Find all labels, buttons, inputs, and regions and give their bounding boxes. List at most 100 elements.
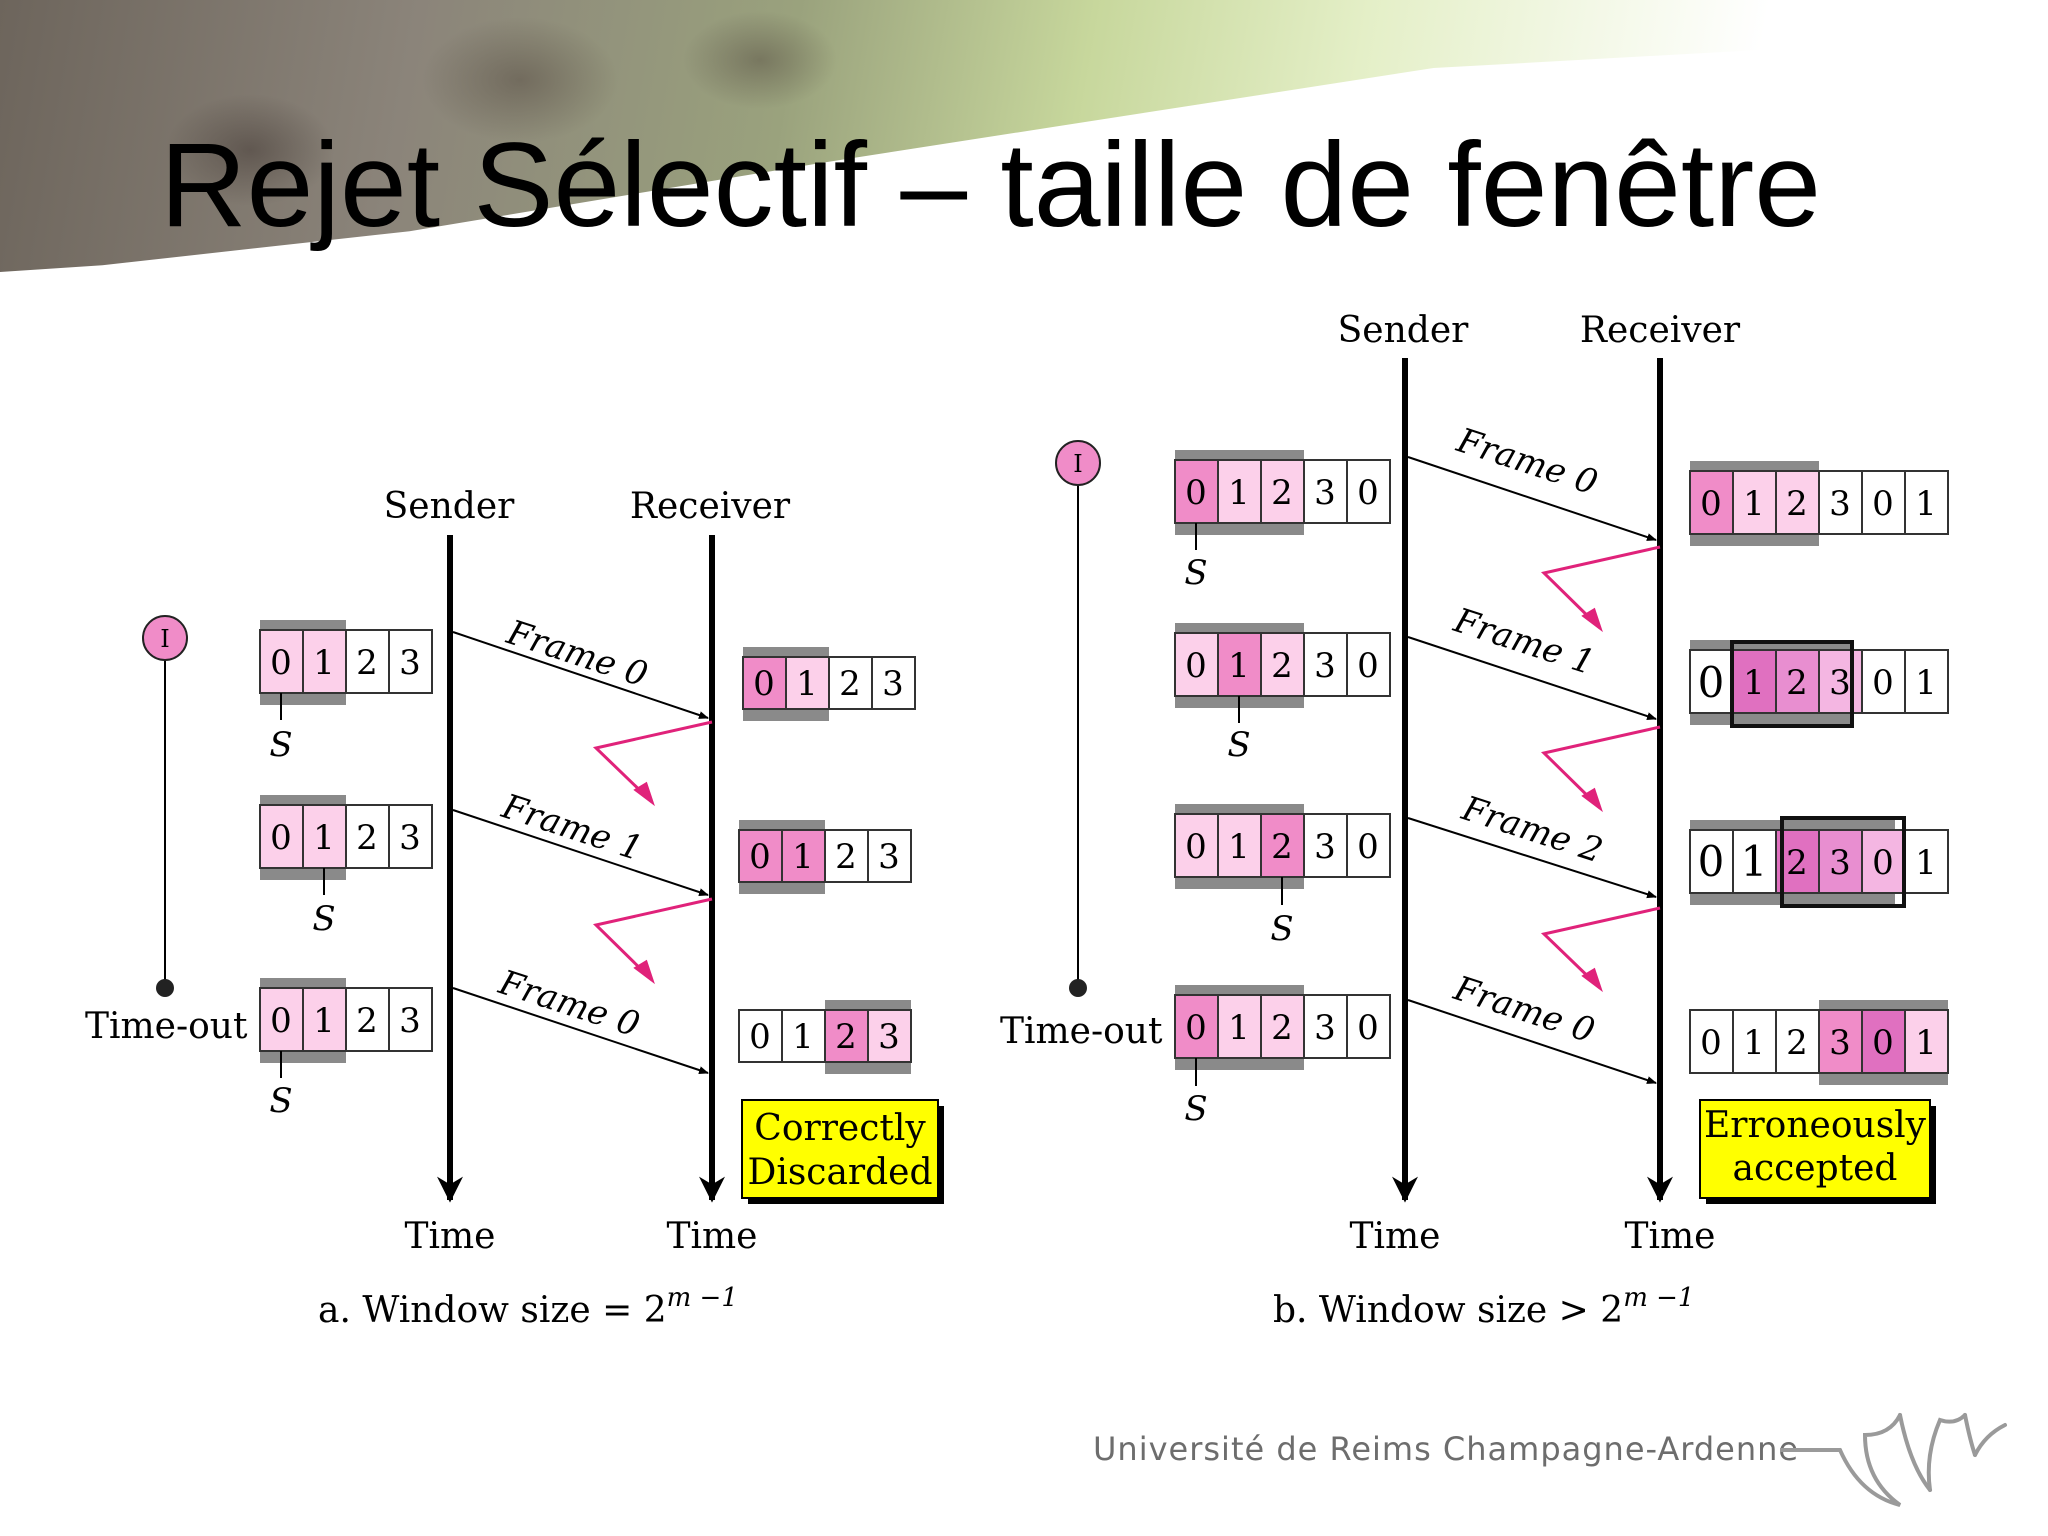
frame-label-a-2: Frame 1 [496, 786, 647, 869]
svg-text:1: 1 [1228, 473, 1250, 513]
svg-text:0: 0 [1357, 1008, 1379, 1048]
sender-window-a-1: 0 1 2 3 S [259, 620, 433, 765]
svg-text:1: 1 [1228, 827, 1250, 867]
time-label-b-left: Time [1350, 1216, 1441, 1257]
svg-text:0: 0 [749, 837, 771, 877]
s-pointer-a-3: S [269, 1081, 292, 1121]
svg-text:1: 1 [1228, 646, 1250, 686]
svg-text:0: 0 [749, 1017, 771, 1057]
svg-text:1: 1 [1915, 484, 1937, 524]
timer-glyph-b: I [1073, 450, 1082, 478]
frame-arrow-b-2 [1407, 636, 1657, 720]
timer-glyph-a: I [160, 625, 169, 653]
svg-text:1: 1 [1743, 663, 1765, 703]
svg-text:2: 2 [356, 818, 378, 858]
receiver-label-b: Receiver [1580, 310, 1741, 351]
svg-text:0: 0 [1357, 646, 1379, 686]
caption-b: b. Window size > 2m −1 [1273, 1283, 1694, 1331]
svg-text:2: 2 [839, 664, 861, 704]
svg-text:3: 3 [399, 643, 421, 683]
svg-text:1: 1 [792, 837, 814, 877]
frame-arrow-a-3 [452, 987, 709, 1074]
frame-arrow-a-2 [452, 809, 709, 896]
svg-text:3: 3 [1314, 1008, 1336, 1048]
frame-arrow-b-3 [1407, 817, 1657, 899]
svg-text:3: 3 [1829, 663, 1851, 703]
svg-text:3: 3 [1829, 484, 1851, 524]
svg-text:1: 1 [796, 664, 818, 704]
svg-text:2: 2 [1786, 843, 1808, 883]
svg-text:1: 1 [313, 643, 335, 683]
svg-text:0: 0 [1357, 827, 1379, 867]
time-label-a-right: Time [667, 1216, 758, 1257]
receiver-window-a-1: 0 1 2 3 [742, 647, 916, 721]
svg-text:3: 3 [882, 664, 904, 704]
time-label-b-right: Time [1625, 1216, 1716, 1257]
receiver-window-a-2: 0 1 2 3 [738, 820, 912, 894]
svg-text:0: 0 [1872, 484, 1894, 524]
svg-text:Erroneously: Erroneously [1704, 1105, 1927, 1146]
svg-text:1: 1 [1743, 484, 1765, 524]
svg-text:0: 0 [1872, 1023, 1894, 1063]
note-erroneously-accepted: Erroneously accepted [1699, 1099, 1936, 1204]
timeout-dot-a [156, 979, 174, 997]
svg-text:0: 0 [1185, 646, 1207, 686]
svg-text:1: 1 [1915, 1023, 1937, 1063]
s-pointer-a-1: S [269, 725, 292, 765]
svg-text:2: 2 [1271, 646, 1293, 686]
svg-text:2: 2 [356, 643, 378, 683]
frame-label-a-3: Frame 0 [493, 962, 644, 1045]
s-pointer-b-2: S [1227, 725, 1250, 765]
svg-text:0: 0 [270, 1001, 292, 1041]
svg-text:1: 1 [1741, 837, 1768, 886]
svg-text:0: 0 [753, 664, 775, 704]
timeout-label-b: Time-out [1000, 1011, 1163, 1052]
svg-text:accepted: accepted [1733, 1148, 1898, 1189]
timeout-dot-b [1069, 979, 1087, 997]
panel-a: Sender Receiver Time Time I Time-out 0 1… [85, 486, 944, 1331]
sender-label-b: Sender [1338, 310, 1470, 351]
timer-icon-a [142, 615, 188, 661]
svg-text:0: 0 [1185, 473, 1207, 513]
s-pointer-b-3: S [1270, 909, 1293, 949]
svg-text:0: 0 [270, 643, 292, 683]
svg-text:1: 1 [792, 1017, 814, 1057]
svg-text:3: 3 [1829, 843, 1851, 883]
sender-window-b-3: 0 1 2 3 0 S [1174, 804, 1391, 949]
svg-text:3: 3 [1829, 1023, 1851, 1063]
note-correctly-discarded: Correctly Discarded [741, 1099, 944, 1204]
lost-ack-a-1 [592, 720, 713, 807]
s-pointer-a-2: S [312, 899, 335, 939]
svg-text:3: 3 [1314, 473, 1336, 513]
lost-ack-b-3 [1540, 906, 1661, 993]
frame-label-b-2: Frame 1 [1448, 600, 1599, 683]
sender-window-a-2: 0 1 2 3 S [259, 795, 433, 939]
svg-text:1: 1 [1915, 843, 1937, 883]
sender-window-b-1: 0 1 2 3 0 S [1174, 450, 1391, 593]
svg-text:2: 2 [835, 1017, 857, 1057]
frame-label-a-1: Frame 0 [501, 612, 652, 695]
s-pointer-b-4: S [1184, 1089, 1207, 1129]
sender-window-a-3: 0 1 2 3 S [259, 978, 433, 1121]
svg-text:1: 1 [1915, 663, 1937, 703]
lost-ack-a-2 [592, 897, 713, 985]
lost-ack-b-1 [1540, 545, 1661, 633]
svg-text:3: 3 [399, 818, 421, 858]
svg-text:2: 2 [1271, 1008, 1293, 1048]
receiver-window-b-4: 0 1 2 3 0 1 [1689, 1000, 1949, 1085]
frame-arrow-b-4 [1407, 999, 1657, 1084]
footer-university-name: Université de Reims Champagne-Ardenne [1093, 1430, 1800, 1468]
svg-text:0: 0 [1872, 843, 1894, 883]
frame-arrow-b-1 [1407, 456, 1657, 541]
receiver-window-b-1: 0 1 2 3 0 1 [1689, 461, 1949, 546]
svg-text:2: 2 [356, 1001, 378, 1041]
svg-text:3: 3 [878, 1017, 900, 1057]
svg-text:0: 0 [1700, 484, 1722, 524]
svg-text:3: 3 [1314, 827, 1336, 867]
sender-label-a: Sender [384, 486, 516, 527]
svg-text:Correctly: Correctly [754, 1108, 926, 1149]
svg-text:2: 2 [1786, 484, 1808, 524]
svg-text:0: 0 [1185, 827, 1207, 867]
svg-text:3: 3 [878, 837, 900, 877]
receiver-label-a: Receiver [630, 486, 791, 527]
